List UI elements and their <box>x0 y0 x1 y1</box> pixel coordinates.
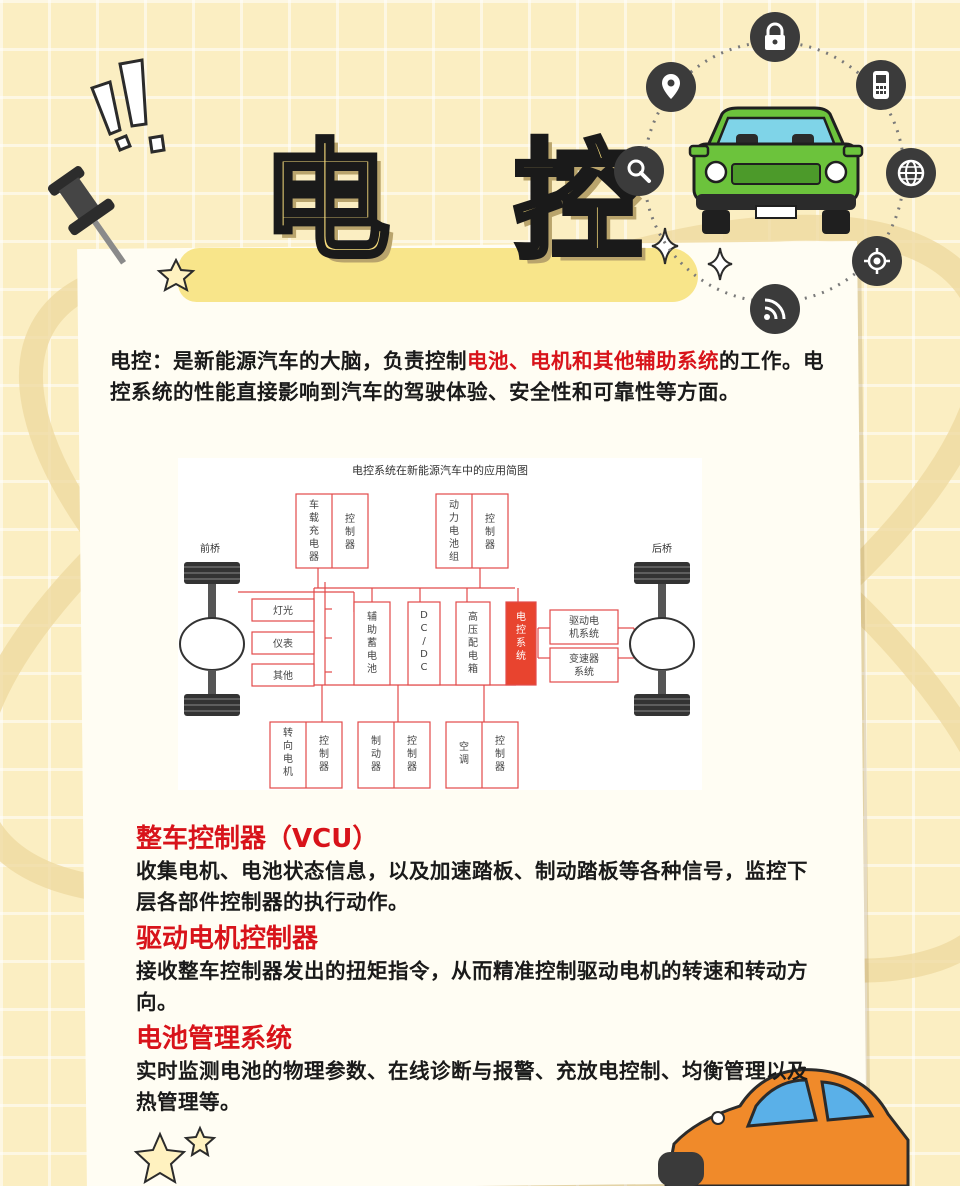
section-body-bms: 实时监测电池的物理参数、在线诊断与报警、充放电控制、均衡管理以及热管理等。 <box>136 1059 808 1114</box>
bottom-box-1-ctrl: 控制器 <box>319 734 329 773</box>
center-box-hv-distribution: 高压配电箱 <box>455 601 491 686</box>
top-box-1-name: 车载充电器 <box>309 498 319 563</box>
target-icon <box>852 236 902 286</box>
phone-icon <box>856 60 906 110</box>
bottom-box-2-ctrl: 控制器 <box>407 734 417 773</box>
intro-rest: 的工作。电控系统的性能直接影响到汽车的驾驶体验、安全性和可靠性等方面。 <box>110 349 824 404</box>
center-box-control-system: 电控系统 <box>505 601 537 686</box>
push-pin-icon <box>47 166 127 265</box>
front-axle <box>179 562 245 716</box>
section-body-motor-controller: 接收整车控制器发出的扭矩指令，从而精准控制驱动电机的转速和转动方向。 <box>136 959 808 1014</box>
intro-lead: 电控：是新能源汽车的大脑，负责控制 <box>110 349 467 373</box>
top-box-1-ctrl: 控制器 <box>345 512 355 551</box>
left-box-1-label: 灯光 <box>273 604 293 617</box>
intro-highlight: 电池、电机和其他辅助系统 <box>467 349 719 373</box>
globe-icon <box>886 148 936 198</box>
right-box-1: 驱动电机系统 <box>549 609 619 645</box>
front-axle-label: 前桥 <box>200 542 220 555</box>
section-heading-vcu: 整车控制器（VCU） <box>136 824 379 854</box>
orange-car-illustration <box>658 1068 910 1186</box>
rear-axle <box>629 562 695 716</box>
top-box-2-ctrl: 控制器 <box>485 512 495 551</box>
lock-icon <box>750 12 800 62</box>
left-box-2-label: 仪表 <box>273 637 293 650</box>
section-body-vcu: 收集电机、电池状态信息，以及加速踏板、制动踏板等各种信号，监控下层各部件控制器的… <box>136 859 808 914</box>
left-box-2: 仪表 <box>251 631 315 655</box>
title-char-1: 电 <box>259 126 392 280</box>
center-box-1-label: 辅助蓄电池 <box>367 610 377 675</box>
diagram-caption: 电控系统在新能源汽车中的应用简图 <box>352 463 528 477</box>
top-box-2-name: 动力电池组 <box>449 499 459 563</box>
top-box-1: 车载充电器 控制器 <box>295 493 369 569</box>
bottom-box-2: 制动器 控制器 <box>357 721 431 789</box>
bottom-box-3: 空调 控制器 <box>445 721 519 789</box>
center-box-aux-battery: 辅助蓄电池 <box>353 601 391 686</box>
page-title: 电 控 <box>259 126 644 280</box>
bottom-box-1: 转向电机 控制器 <box>269 721 343 789</box>
right-box-2-label: 变速器系统 <box>569 652 599 678</box>
stars-decoration-icon <box>133 1125 217 1185</box>
intro-paragraph: 电控：是新能源汽车的大脑，负责控制电池、电机和其他辅助系统的工作。电控系统的性能… <box>110 346 830 408</box>
left-box-3: 其他 <box>251 663 315 687</box>
center-box-3-label: 高压配电箱 <box>468 610 478 675</box>
right-box-1-label: 驱动电机系统 <box>569 614 599 640</box>
wifi-signal-icon <box>750 284 800 334</box>
search-icon <box>614 146 664 196</box>
star-icon <box>156 258 196 292</box>
exclamation-marks-icon <box>90 58 166 154</box>
section-heading-bms: 电池管理系统 <box>136 1024 293 1054</box>
sparkle-icon <box>707 247 733 281</box>
center-box-4-label: 电控系统 <box>516 610 526 662</box>
sections: 整车控制器（VCU） 收集电机、电池状态信息，以及加速踏板、制动踏板等各种信号，… <box>136 822 816 1122</box>
top-box-2: 动力电池组 控制器 <box>435 493 509 569</box>
location-pin-icon <box>646 62 696 112</box>
right-box-2: 变速器系统 <box>549 647 619 683</box>
section-heading-motor-controller: 驱动电机控制器 <box>136 924 319 954</box>
bottom-box-2-name: 制动器 <box>371 734 381 773</box>
rear-axle-label: 后桥 <box>652 543 672 555</box>
ev-control-system-diagram: 电控系统在新能源汽车中的应用简图 前桥 后桥 车载充电器 控制器 <box>178 458 702 790</box>
left-box-3-label: 其他 <box>273 669 293 682</box>
title-highlight-stroke <box>178 248 698 302</box>
green-car-illustration <box>688 106 864 234</box>
bottom-box-3-ctrl: 控制器 <box>495 734 505 773</box>
left-box-1: 灯光 <box>251 598 315 622</box>
bottom-box-3-name: 空调 <box>459 740 469 766</box>
sparkle-icon <box>651 227 679 265</box>
bottom-box-1-name: 转向电机 <box>283 726 293 778</box>
